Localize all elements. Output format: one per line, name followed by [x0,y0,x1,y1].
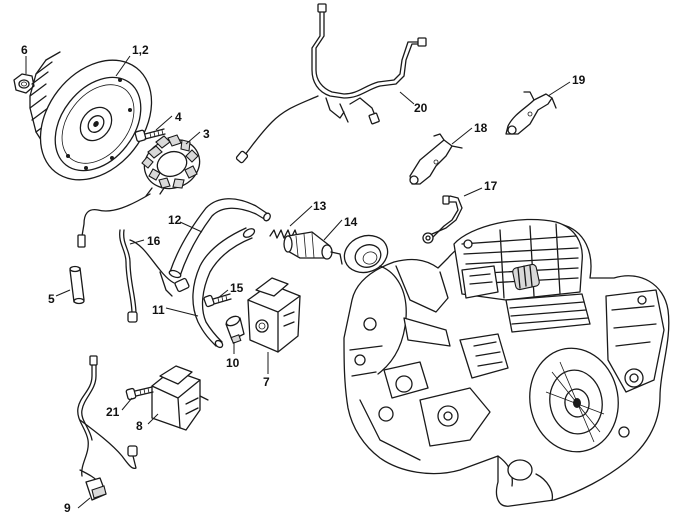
part-hose-12[interactable] [168,198,271,279]
part-ignition-module-2[interactable] [151,365,209,431]
part-intake-boot[interactable] [339,230,393,279]
callout-8: 8 [136,419,143,433]
callout-16: 16 [147,234,161,248]
callout-labels: 6 1,2 4 3 20 19 18 17 13 14 12 16 5 15 1… [21,43,586,515]
callout-12: 12 [168,213,182,227]
part-bracket-18[interactable] [409,133,463,185]
callout-10: 10 [226,356,240,370]
callout-3: 3 [203,127,210,141]
part-screw-4[interactable] [134,128,166,143]
part-valve[interactable] [283,231,343,265]
part-stator[interactable] [77,132,207,248]
part-short-cable[interactable] [119,229,190,323]
callout-5: 5 [48,292,55,306]
callout-9: 9 [64,501,71,515]
callout-1-2: 1,2 [132,43,149,57]
part-nut[interactable] [13,73,35,94]
part-bracket-19[interactable] [505,91,557,135]
callout-11: 11 [152,303,165,317]
callout-4: 4 [175,110,182,124]
callout-15: 15 [230,281,244,295]
part-ignition-module[interactable] [247,277,301,353]
part-spring[interactable] [269,229,298,239]
part-wire-harness[interactable] [235,3,427,164]
part-wire-connector[interactable] [77,355,138,501]
callout-17: 17 [484,179,498,193]
engine-crankcase[interactable] [343,218,670,507]
callout-18: 18 [474,121,488,135]
callout-20: 20 [414,101,428,115]
part-flywheel[interactable] [18,38,175,201]
callout-13: 13 [313,199,327,213]
leader-lines [25,55,571,509]
callout-21: 21 [106,405,120,419]
part-ground-wire[interactable] [422,195,463,244]
callout-14: 14 [344,215,358,229]
part-screw-15[interactable] [203,293,232,308]
part-screw-21[interactable] [125,386,154,401]
callout-6: 6 [21,43,28,57]
part-hose-11[interactable] [192,227,256,349]
part-connector-10[interactable] [225,314,245,344]
part-sleeve[interactable] [69,265,85,305]
callout-19: 19 [572,73,586,87]
callout-7: 7 [263,375,270,389]
